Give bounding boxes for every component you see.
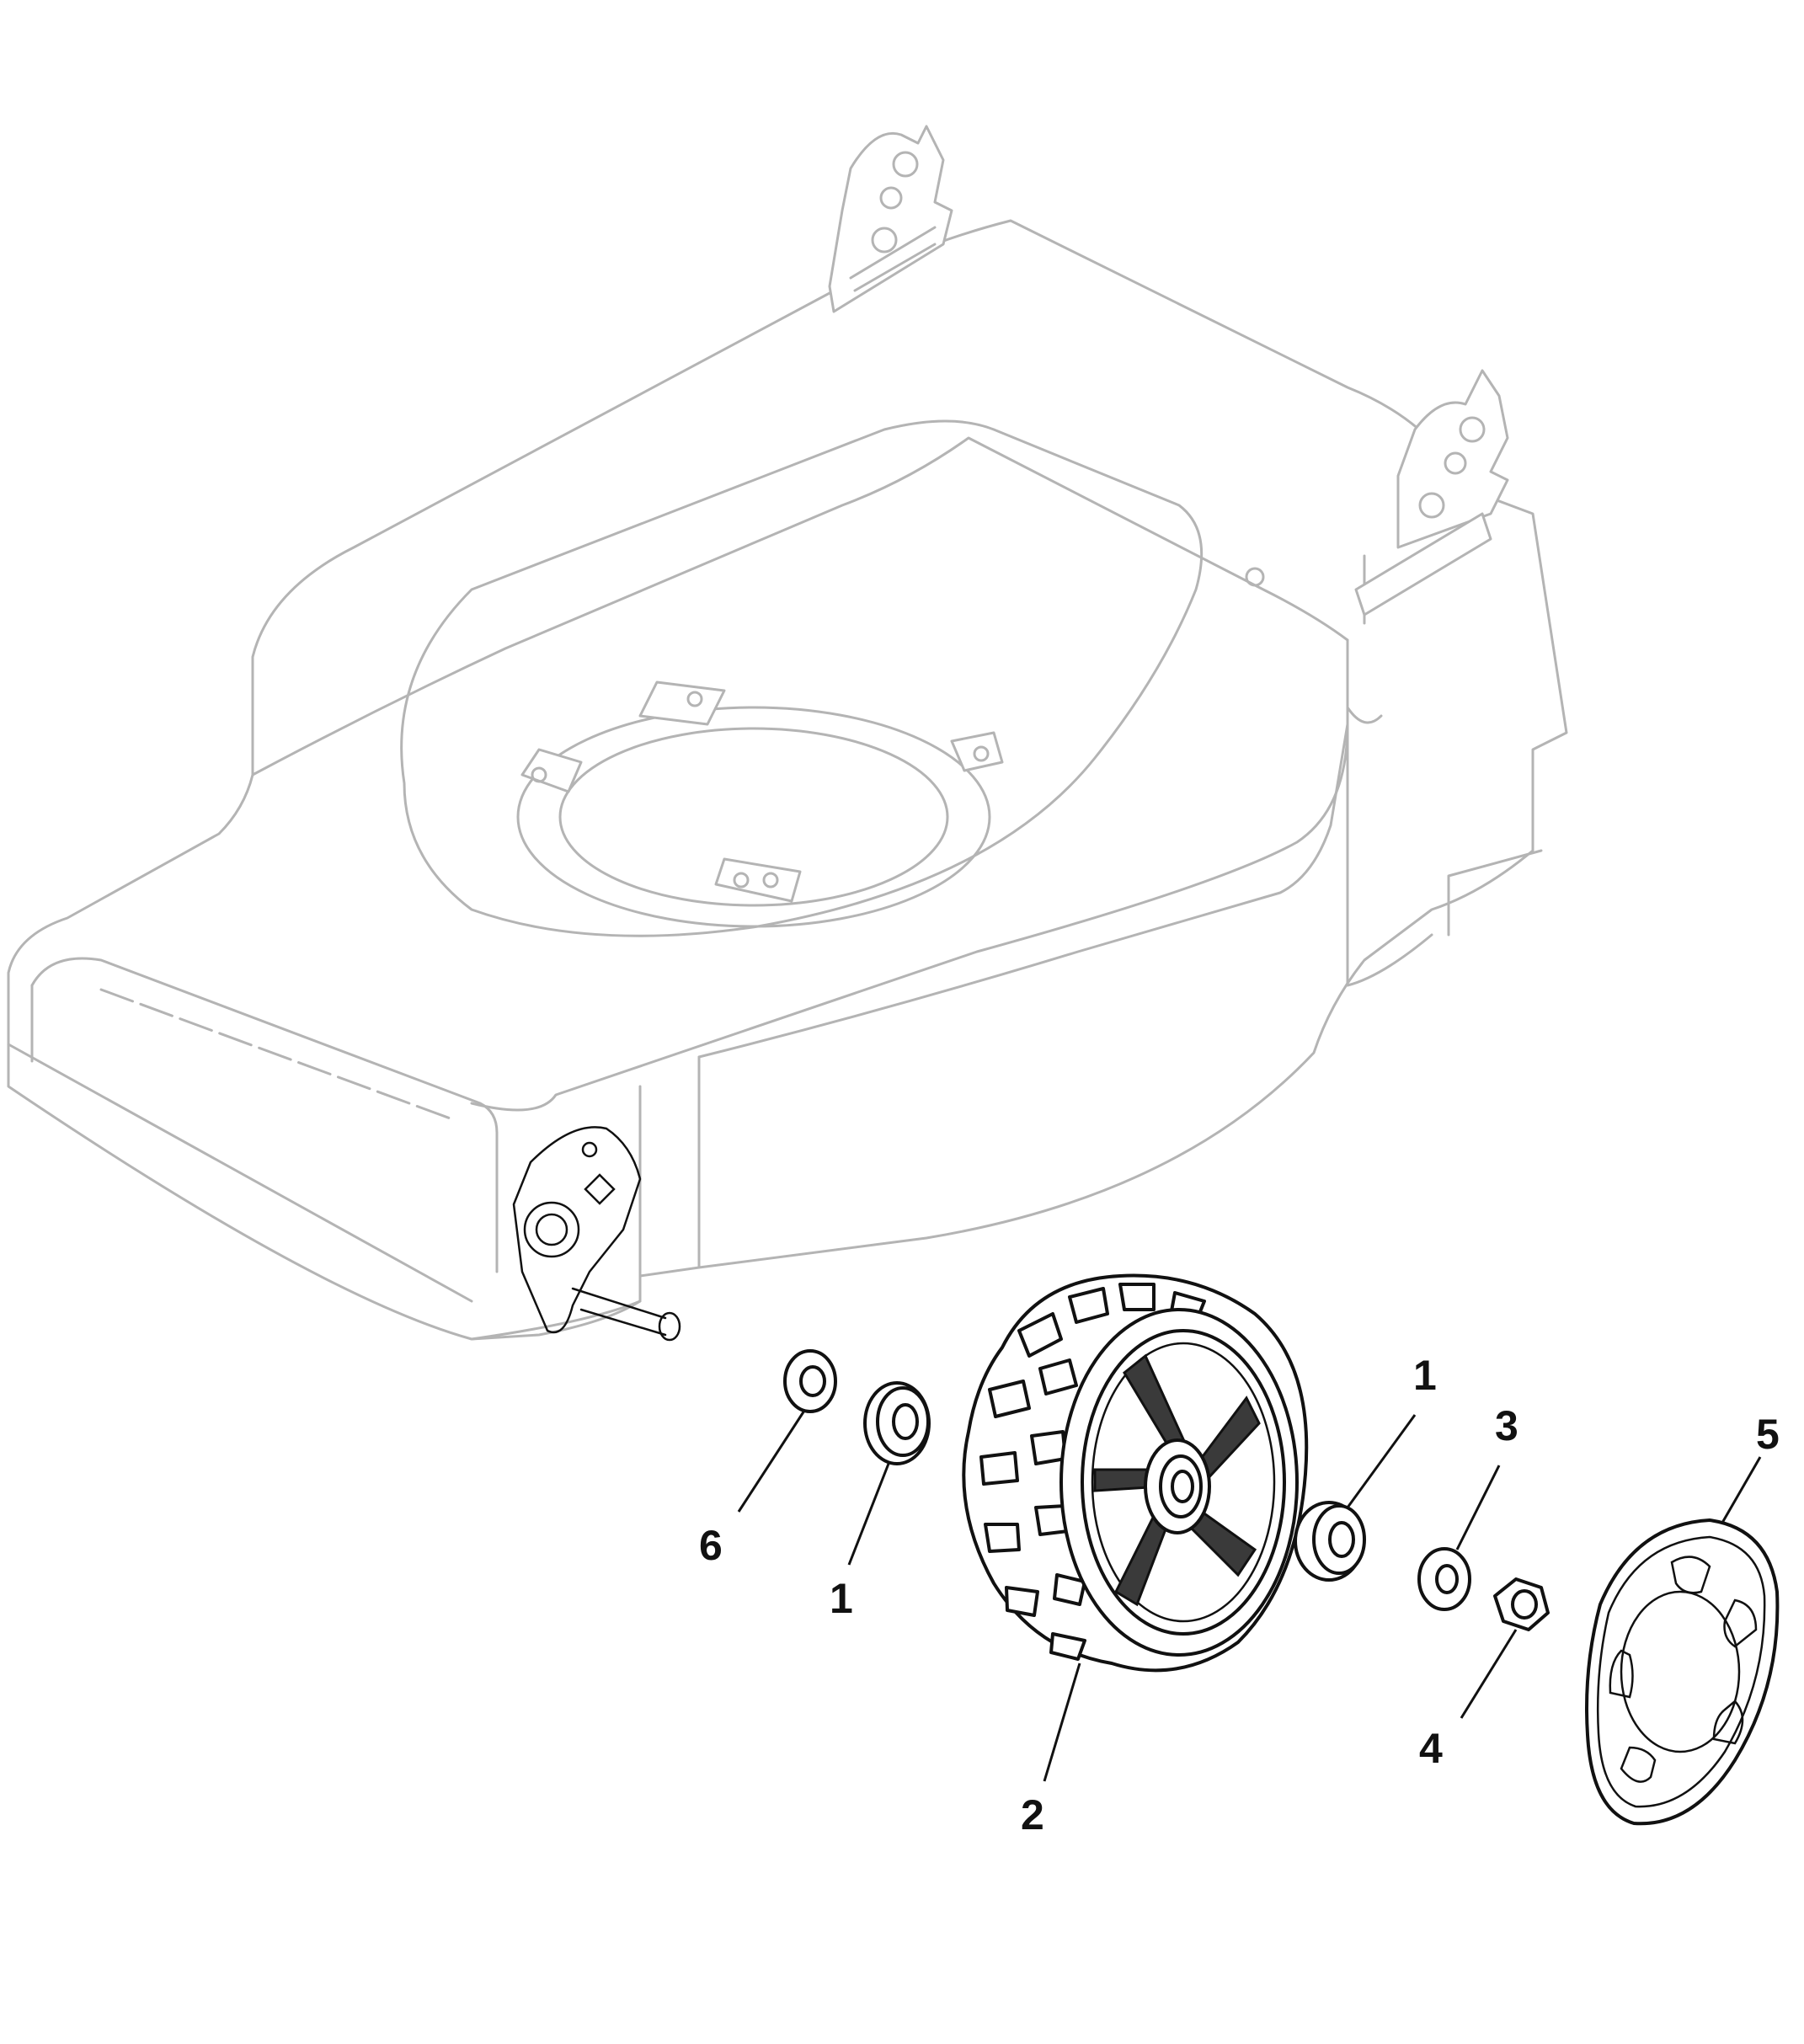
bearing-part-1-left (863, 1381, 931, 1465)
washer-part-6 (783, 1349, 837, 1413)
callout-1-right: 1 (1413, 1352, 1437, 1399)
callout-5: 5 (1756, 1411, 1780, 1458)
callout-6: 6 (699, 1522, 723, 1569)
hubcap-part-5 (1585, 1518, 1780, 1826)
wheel-part-2 (962, 1273, 1309, 1673)
callout-3: 3 (1495, 1402, 1518, 1449)
mower-deck (7, 125, 1568, 1342)
callout-2: 2 (1021, 1791, 1044, 1839)
callout-4: 4 (1419, 1725, 1443, 1772)
callout-labels: 6 1 2 1 3 4 5 (699, 1352, 1780, 1839)
nut-part-4 (1493, 1577, 1550, 1631)
callout-1-left: 1 (830, 1575, 853, 1622)
leader-lines (737, 1410, 1762, 1782)
washer-part-3 (1417, 1547, 1471, 1611)
bearing-part-1-right (1294, 1501, 1366, 1582)
